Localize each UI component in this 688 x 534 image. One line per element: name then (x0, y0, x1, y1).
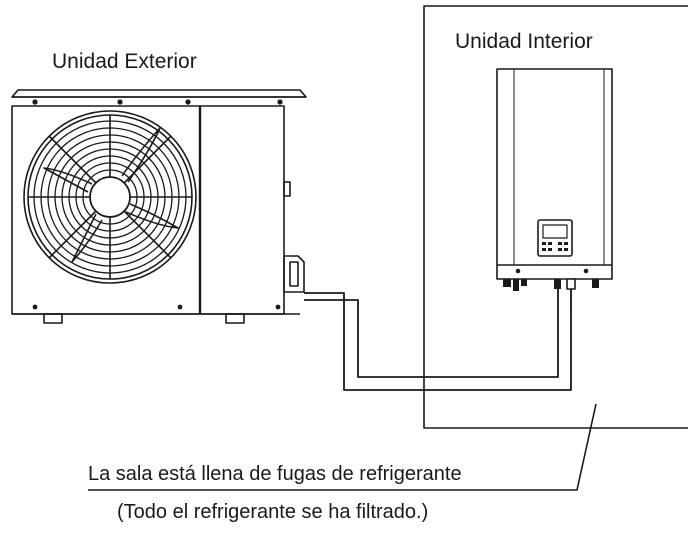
indoor-unit-icon (496, 68, 613, 313)
leak-note: (Todo el refrigerante se ha filtrado.) (117, 501, 429, 523)
control-panel-icon (537, 219, 573, 257)
fan-grille-icon (23, 110, 197, 284)
outdoor-unit-icon (11, 89, 307, 324)
leak-caption: La sala está llena de fugas de refrigera… (88, 463, 462, 485)
indoor-unit-label: Unidad Interior (455, 30, 593, 53)
room-outline (423, 5, 688, 429)
outdoor-unit-label: Unidad Exterior (52, 50, 197, 73)
refrigerant-pipes (304, 286, 572, 391)
caption-leader-line (88, 403, 597, 491)
